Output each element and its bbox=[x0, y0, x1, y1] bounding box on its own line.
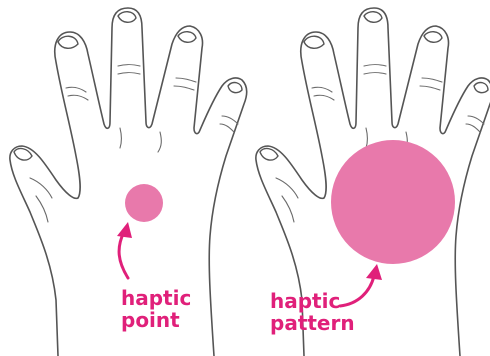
haptic-pattern-label-line1: haptic bbox=[270, 290, 355, 312]
haptic-point-label-line2: point bbox=[121, 309, 191, 331]
haptic-point-label: haptic point bbox=[121, 287, 191, 331]
point-arrow bbox=[117, 222, 132, 278]
haptic-pattern-marker bbox=[331, 140, 455, 264]
haptic-pattern-label-line2: pattern bbox=[270, 312, 355, 334]
haptic-point-label-line1: haptic bbox=[121, 287, 191, 309]
haptic-point-marker bbox=[125, 184, 163, 222]
haptic-pattern-label: haptic pattern bbox=[270, 290, 355, 334]
